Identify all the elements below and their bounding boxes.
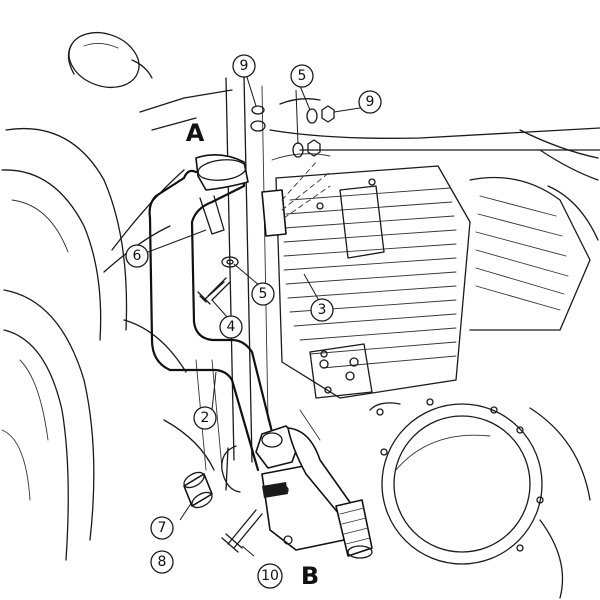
engine-cylinder bbox=[275, 165, 599, 416]
svg-text:7: 7 bbox=[158, 520, 167, 536]
engine-mount-plate bbox=[309, 343, 373, 399]
callout-2: 2 bbox=[193, 406, 217, 430]
svg-text:9: 9 bbox=[240, 58, 249, 74]
svg-text:4: 4 bbox=[227, 319, 236, 335]
upper-frame bbox=[269, 98, 600, 161]
callout-10: 10 bbox=[257, 563, 283, 589]
spacer-7-8 bbox=[183, 471, 213, 509]
frame-down-tube bbox=[195, 75, 269, 471]
callout-9-top-right: 9 bbox=[358, 90, 382, 114]
tube-end-cap-a bbox=[195, 154, 249, 191]
label-b: B bbox=[301, 562, 319, 590]
motorcycle-outline bbox=[1, 31, 600, 599]
engine-side-cover bbox=[369, 402, 591, 599]
upper-mount-hardware bbox=[197, 105, 385, 305]
svg-text:9: 9 bbox=[366, 94, 375, 110]
svg-text:2: 2 bbox=[201, 410, 210, 426]
callout-8: 8 bbox=[150, 550, 174, 574]
front-wheel-arcs bbox=[1, 127, 128, 561]
footpeg-rubber bbox=[335, 499, 373, 559]
lower-mount-assembly bbox=[183, 425, 373, 559]
svg-text:8: 8 bbox=[158, 554, 167, 570]
crash-bar-tube bbox=[148, 154, 278, 472]
bolt-4 bbox=[197, 277, 231, 305]
callout-5-mid: 5 bbox=[251, 282, 275, 306]
svg-text:5: 5 bbox=[259, 286, 268, 302]
svg-text:5: 5 bbox=[298, 68, 307, 84]
turn-signal-lamp bbox=[67, 31, 153, 89]
svg-text:6: 6 bbox=[133, 248, 142, 264]
callout-5-top: 5 bbox=[290, 64, 314, 88]
rear-frame-tube bbox=[299, 129, 599, 441]
upper-bracket bbox=[261, 189, 287, 237]
callout-6: 6 bbox=[125, 244, 149, 268]
callout-3: 3 bbox=[310, 298, 334, 322]
svg-text:10: 10 bbox=[261, 568, 279, 584]
washer-5-mid bbox=[221, 256, 239, 268]
svg-text:3: 3 bbox=[318, 302, 327, 318]
label-a: A bbox=[186, 119, 205, 147]
bolt-10 bbox=[221, 509, 263, 553]
callout-9-top-left: 9 bbox=[232, 54, 256, 78]
nut-9-right bbox=[307, 105, 335, 157]
callout-4: 4 bbox=[219, 315, 243, 339]
callout-7: 7 bbox=[150, 516, 174, 540]
washer-nut-9-left bbox=[250, 105, 266, 132]
